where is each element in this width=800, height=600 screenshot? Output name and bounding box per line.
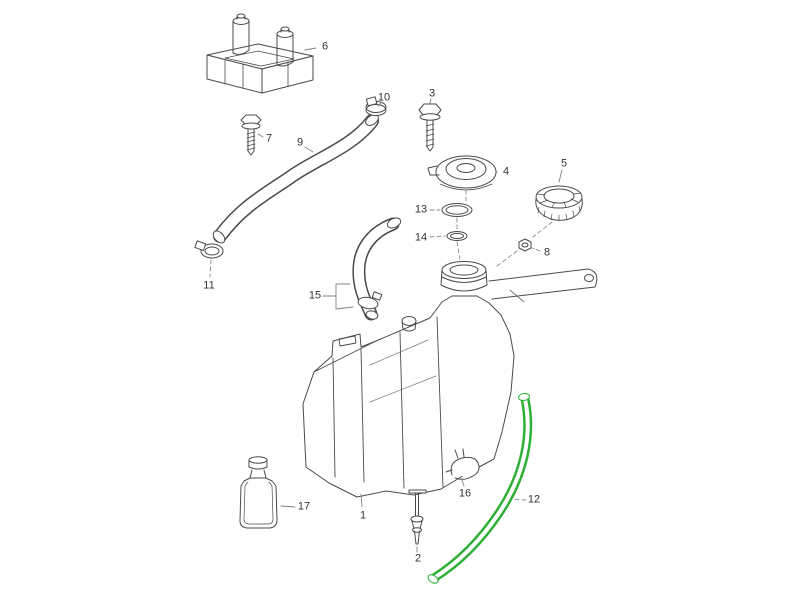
part-label-15[interactable]: 15: [308, 289, 322, 302]
hose-clamp-part10-drawing: [365, 96, 387, 116]
leader-lines: [257, 47, 563, 553]
screw-part3-drawing: [418, 103, 442, 152]
hose-clamp-part11-drawing: [194, 240, 224, 259]
part-label-7[interactable]: 7: [265, 132, 273, 145]
part-label-6[interactable]: 6: [321, 40, 329, 53]
part-label-17[interactable]: 17: [297, 500, 311, 513]
part-label-14[interactable]: 14: [414, 231, 428, 244]
part-label-3[interactable]: 3: [428, 87, 436, 100]
pressure-cap-part5-drawing: [535, 185, 583, 222]
bolt-part7-drawing: [240, 114, 262, 156]
expansion-tank-part1-drawing: [302, 261, 598, 498]
part-label-2[interactable]: 2: [414, 552, 422, 565]
coolant-bottle-part17-drawing: [239, 456, 278, 529]
highlighted-hose-part12-drawing[interactable]: [426, 392, 533, 585]
part-label-1[interactable]: 1: [359, 509, 367, 522]
part-label-10[interactable]: 10: [377, 91, 391, 104]
hose-part9-drawing: [212, 114, 379, 244]
o-ring-part13-drawing: [441, 203, 473, 217]
clamp-part16-drawing: [445, 448, 480, 480]
part-label-4[interactable]: 4: [502, 165, 510, 178]
part-label-11[interactable]: 11: [203, 279, 215, 292]
drain-valve-part2-drawing: [408, 489, 427, 545]
part-label-13[interactable]: 13: [414, 203, 428, 216]
nut-part8-drawing: [518, 238, 532, 252]
part-label-9[interactable]: 9: [296, 136, 304, 149]
mounting-bracket-part6-drawing: [206, 13, 314, 94]
part-label-5[interactable]: 5: [560, 157, 568, 170]
part-label-12[interactable]: 12: [527, 493, 541, 506]
o-ring-part14-drawing: [446, 231, 468, 241]
hose-part15-drawing: [352, 217, 402, 321]
part-label-16[interactable]: 16: [458, 487, 472, 500]
cover-cap-part4-drawing: [427, 155, 497, 191]
part-label-8[interactable]: 8: [543, 246, 551, 259]
